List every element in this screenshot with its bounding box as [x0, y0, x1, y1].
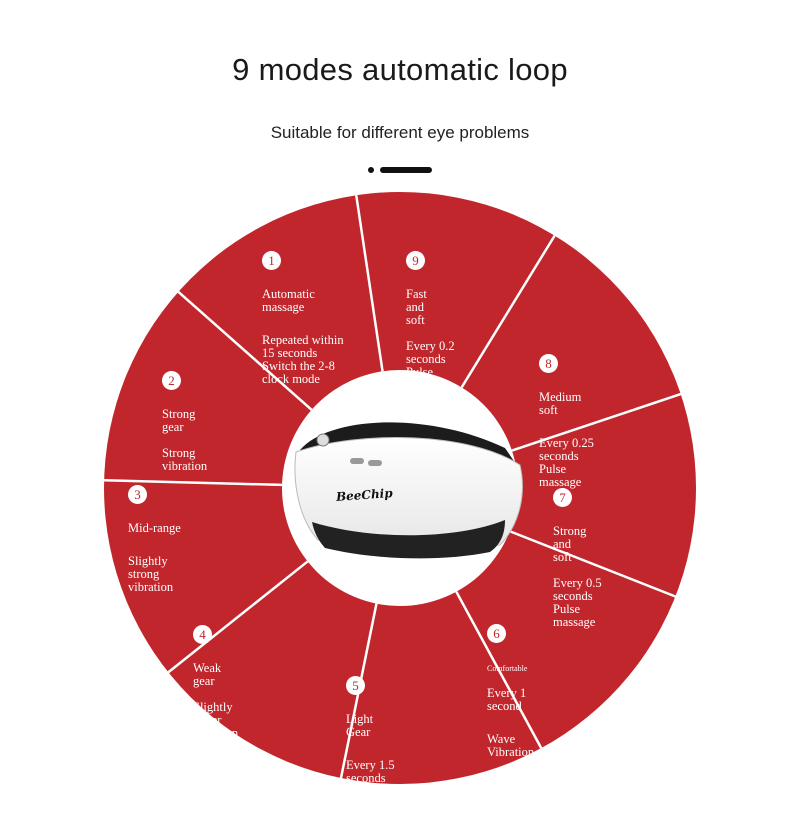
mode-number-badge: 3 [128, 485, 147, 504]
mode-title: Light Gear [346, 712, 374, 739]
segment-divider [355, 195, 384, 372]
mode-description-2: Wave Vibration [346, 804, 394, 831]
mode-9-label: 9 Fast and soft Every 0.2 seconds Pulse … [406, 238, 455, 392]
mode-4-label: 4 Weak gear Slightly lower vibration [193, 612, 238, 740]
mode-3-label: 3 Mid-range Slightly strong vibration [128, 472, 181, 594]
slide-indicator [368, 165, 438, 175]
mode-title: Weak gear [193, 661, 222, 688]
mode-number-badge: 7 [553, 488, 572, 507]
mode-description: Every 0.2 seconds Pulse massage [406, 339, 455, 392]
mode-title: Strong and soft [553, 524, 587, 564]
mode-title: Strong gear [162, 407, 196, 434]
mode-description: Repeated within 15 seconds Switch the 2-… [262, 333, 344, 386]
mode-number-badge: 5 [346, 676, 365, 695]
segment-divider [511, 392, 682, 452]
mode-title: Fast and soft [406, 287, 427, 327]
mode-number-badge: 9 [406, 251, 425, 270]
mode-description: Every 1.5 seconds [346, 758, 395, 785]
mode-number-badge: 4 [193, 625, 212, 644]
mode-8-label: 8 Medium soft Every 0.25 seconds Pulse m… [539, 341, 594, 489]
mode-number-badge: 6 [487, 624, 506, 643]
mode-5-label: 5 Light Gear Every 1.5 seconds Wave Vibr… [346, 663, 395, 831]
mode-title: Medium soft [539, 390, 582, 417]
mode-2-label: 2 Strong gear Strong vibration [162, 358, 207, 473]
mode-number-badge: 2 [162, 371, 181, 390]
mode-description: Slightly lower vibration [193, 700, 239, 740]
segment-divider [509, 530, 676, 598]
indicator-bar [380, 167, 432, 173]
mode-description: Every 0.25 seconds Pulse massage [539, 436, 594, 489]
mode-6-label: 6 Comfortable Every 1 second Wave Vibrat… [487, 611, 534, 759]
mode-description: Slightly strong vibration [128, 554, 174, 594]
page-subtitle: Suitable for different eye problems [270, 123, 530, 142]
mode-description: Strong vibration [162, 446, 208, 473]
mode-number-badge: 8 [539, 354, 558, 373]
segment-divider [460, 234, 556, 389]
mode-title: Comfortable [487, 664, 528, 673]
segment-divider [167, 560, 309, 674]
eye-massager-image [294, 422, 523, 559]
mode-title: Mid-range [128, 521, 181, 535]
mode-description-2: Wave Vibration [487, 732, 535, 759]
mode-number-badge: 1 [262, 251, 281, 270]
mode-description: Every 0.5 seconds Pulse massage [553, 576, 602, 629]
segment-divider [455, 591, 543, 749]
segment-divider [104, 479, 283, 487]
mode-1-label: 1 Automatic massage Repeated within 15 s… [262, 238, 344, 386]
mode-7-label: 7 Strong and soft Every 0.5 seconds Puls… [553, 475, 602, 629]
mode-description: Every 1 second [487, 686, 527, 713]
page-title: 9 modes automatic loop [232, 52, 568, 87]
mode-title: Automatic massage [262, 287, 315, 314]
indicator-dot [368, 167, 374, 173]
segment-divider [177, 290, 313, 411]
